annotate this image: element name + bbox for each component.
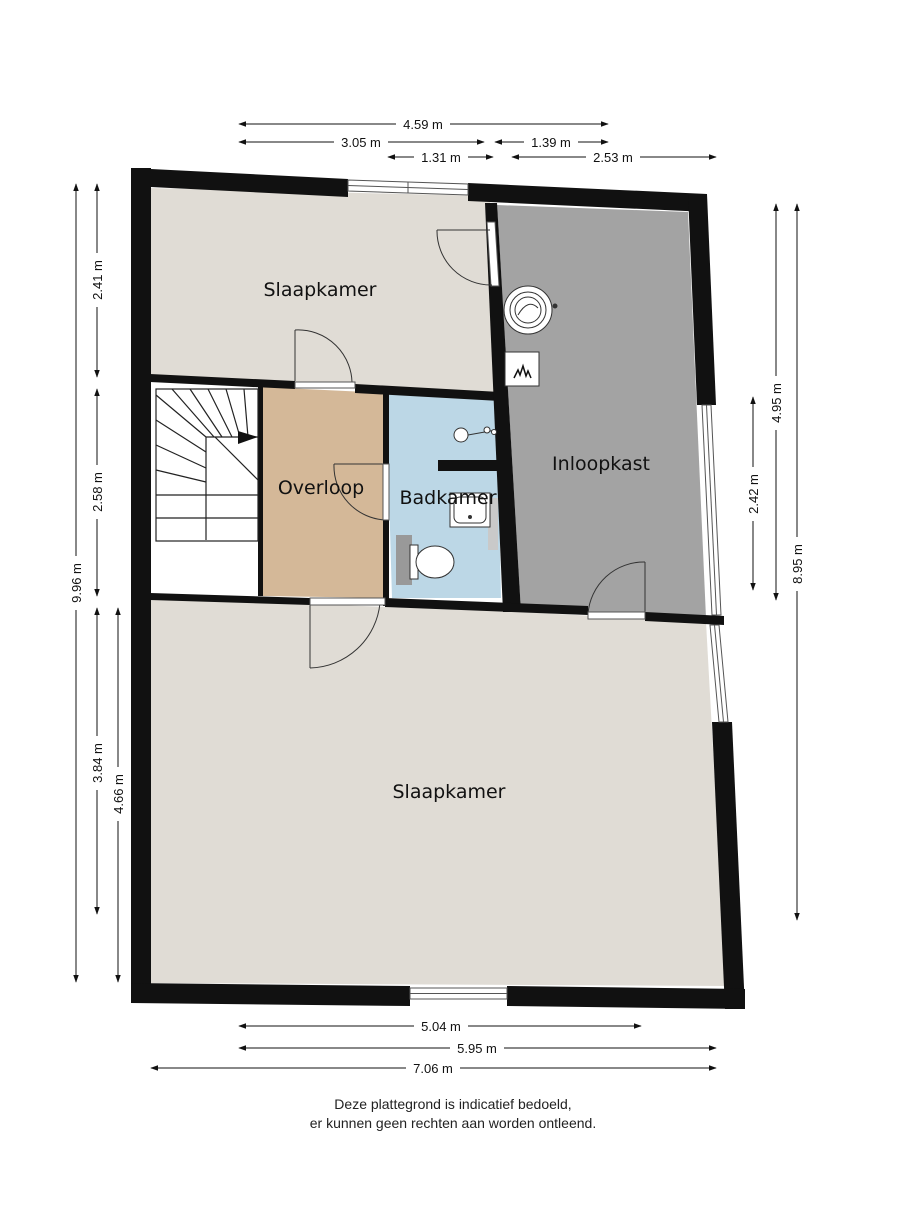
window-right-upper [701, 404, 722, 616]
wall-right-upper [688, 194, 716, 405]
wall-closet-west [485, 203, 521, 612]
door-bedroom-top [294, 329, 356, 389]
dim-top-middle: 1.31 m [421, 150, 461, 165]
disclaimer-line-2: er kunnen geen rechten aan worden ontlee… [309, 1115, 597, 1131]
wall-left [131, 168, 151, 1003]
wall-bedroom-top-south-2 [355, 384, 500, 401]
landing-floor [262, 387, 386, 598]
dim-bottom-inner: 5.04 m [421, 1019, 461, 1034]
wall-landing-east-top [383, 392, 389, 464]
door-bathroom [333, 463, 390, 521]
wall-landing-east-bottom [383, 520, 389, 606]
wall-right-lower [712, 722, 745, 1009]
wall-top-right [468, 183, 707, 212]
wall-closet-south [645, 612, 724, 625]
wall-bottom-left [131, 983, 410, 1006]
door-closet [587, 561, 646, 620]
dim-left-middle: 2.58 m [90, 472, 105, 512]
wall-middle-south-left [150, 593, 310, 605]
bathroom-wall-strip [488, 498, 498, 550]
dim-left-total: 9.96 m [69, 563, 84, 603]
boiler-icon [504, 351, 540, 387]
bedroom-top-floor [150, 188, 497, 393]
dim-bottom-mid: 5.95 m [457, 1041, 497, 1056]
closet-floor [497, 205, 706, 618]
room-label-bathroom: Badkamer [399, 487, 496, 509]
bedroom-bottom-floor [150, 598, 726, 986]
window-top [347, 179, 469, 196]
dim-right-total: 8.95 m [790, 544, 805, 584]
wall-bedroom-top-south [150, 374, 295, 389]
disclaimer-line-1: Deze plattegrond is indicatief bedoeld, [334, 1096, 572, 1112]
dim-right-middle: 4.95 m [769, 383, 784, 423]
shower-head-icon [453, 426, 497, 443]
dim-bottom-total: 7.06 m [413, 1061, 453, 1076]
wall-middle-south-right [385, 598, 588, 615]
room-label-bedroom-top: Slaapkamer [263, 279, 376, 301]
door-top-right [436, 229, 493, 286]
room-label-bedroom-bottom: Slaapkamer [392, 781, 505, 803]
dim-top-closet: 2.53 m [593, 150, 633, 165]
washing-machine-icon [503, 285, 558, 335]
wall-bathroom-partition [438, 460, 500, 471]
staircase [155, 388, 259, 542]
dim-top-left: 3.05 m [341, 135, 381, 150]
window-bottom [409, 987, 508, 1000]
dim-top-right: 1.39 m [531, 135, 571, 150]
toilet-icon [396, 535, 455, 585]
window-closet-west [486, 221, 500, 287]
dim-left-bottom-outer: 4.66 m [111, 774, 126, 814]
wall-bottom-right [507, 986, 745, 1009]
wall-stair-east [258, 386, 263, 596]
sink-icon [449, 492, 491, 528]
dim-left-top: 2.41 m [90, 260, 105, 300]
window-right-lower [709, 624, 729, 723]
wall-top-left [131, 168, 348, 197]
room-label-landing: Overloop [278, 477, 364, 499]
dim-left-bottom: 3.84 m [90, 743, 105, 783]
dim-top-total: 4.59 m [403, 117, 443, 132]
door-bedroom-bottom [309, 597, 386, 669]
dim-right-inner: 2.42 m [746, 474, 761, 514]
room-label-closet: Inloopkast [552, 453, 650, 475]
